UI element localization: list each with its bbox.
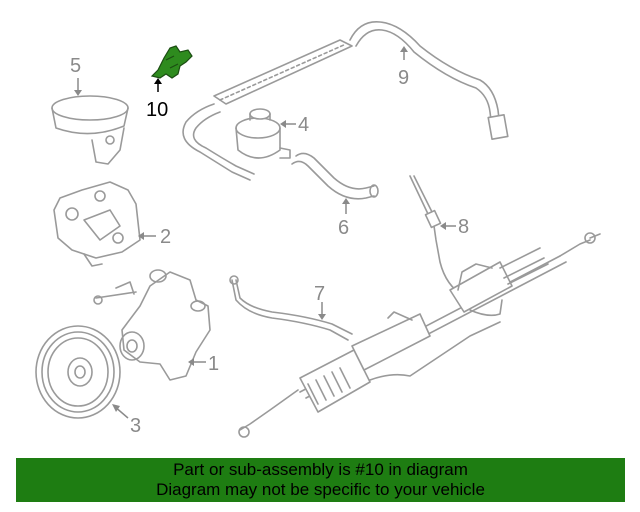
part-3-pulley[interactable] xyxy=(35,325,121,419)
banner-line-2: Diagram may not be specific to your vehi… xyxy=(156,480,485,499)
part-6-hose[interactable] xyxy=(291,152,379,200)
callout-10: 10 xyxy=(146,78,168,121)
part-9-cooler-line[interactable] xyxy=(182,21,509,181)
part-4-reservoir[interactable] xyxy=(235,108,291,159)
callout-3-label: 3 xyxy=(130,415,141,437)
callout-2-label: 2 xyxy=(160,226,171,248)
steering-rack[interactable] xyxy=(238,232,601,438)
part-10-bracket[interactable] xyxy=(150,45,193,79)
callout-9: 9 xyxy=(398,46,409,89)
callout-7-label: 7 xyxy=(314,283,325,305)
info-banner: Part or sub-assembly is #10 in diagram D… xyxy=(16,458,625,502)
callout-1-label: 1 xyxy=(208,353,219,375)
callout-5: 5 xyxy=(70,55,82,96)
callout-2: 2 xyxy=(138,226,171,248)
callout-3: 3 xyxy=(112,404,141,437)
part-7-hose-line[interactable] xyxy=(229,275,353,341)
callout-6-label: 6 xyxy=(338,217,349,239)
part-2-pump-bracket[interactable] xyxy=(53,181,141,267)
callout-6: 6 xyxy=(338,198,350,239)
banner-line-1: Part or sub-assembly is #10 in diagram xyxy=(173,460,468,479)
callout-1: 1 xyxy=(188,353,219,375)
callout-10-label: 10 xyxy=(146,99,168,121)
callout-4-label: 4 xyxy=(298,114,309,136)
callout-8-label: 8 xyxy=(458,216,469,238)
callout-8: 8 xyxy=(440,216,469,238)
callout-5-label: 5 xyxy=(70,55,81,77)
callout-9-label: 9 xyxy=(398,67,409,89)
callout-4: 4 xyxy=(280,114,309,136)
callout-7: 7 xyxy=(314,283,326,320)
part-5-mount-bracket[interactable] xyxy=(51,95,129,165)
part-1-steering-pump[interactable] xyxy=(93,269,211,381)
